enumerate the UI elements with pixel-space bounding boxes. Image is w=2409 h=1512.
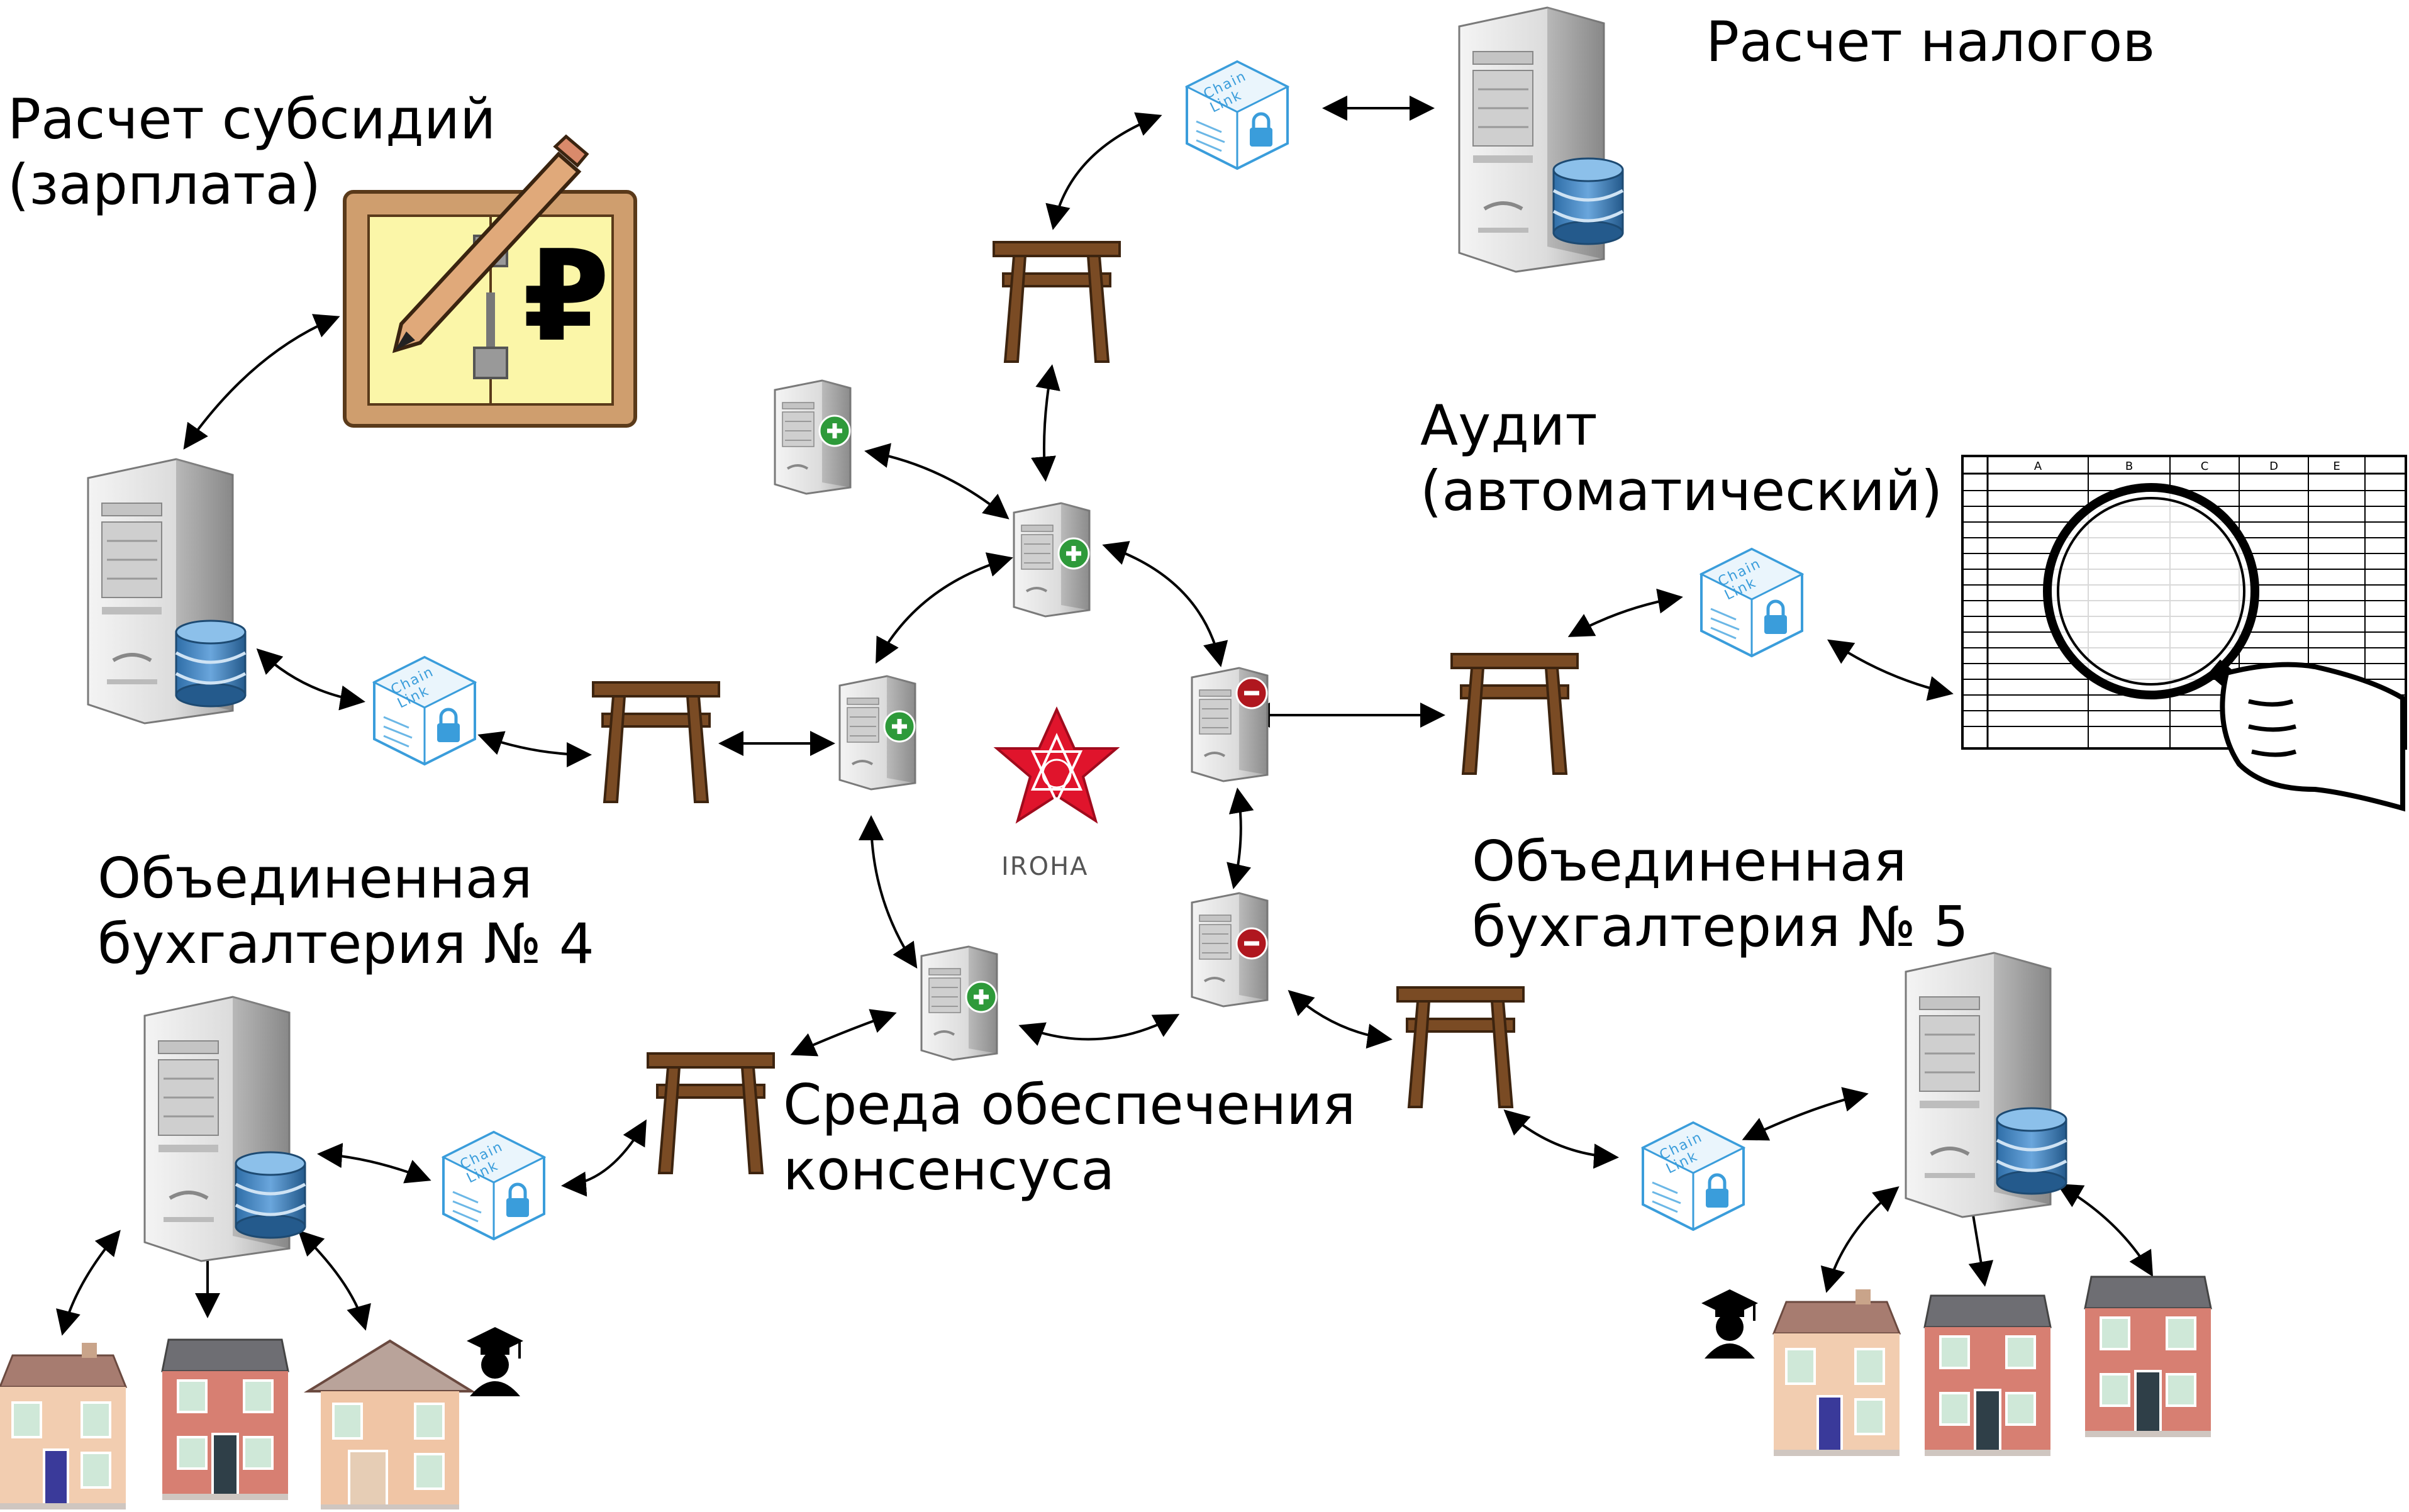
accounting-5-label-line1: Объединенная bbox=[1472, 829, 1907, 894]
accounting-5-label: Объединенная бухгалтерия № 5 bbox=[1472, 829, 1969, 960]
graduate-user-icon-acct5 bbox=[1700, 1288, 1759, 1360]
house-icon-acct4-c bbox=[307, 1340, 473, 1511]
peer-node-plus-left bbox=[838, 675, 916, 791]
house-icon-acct4-b bbox=[161, 1338, 289, 1501]
arrow-server5-to-house-d bbox=[1820, 1186, 1900, 1293]
peer-node-plus-bottom bbox=[920, 945, 998, 1061]
consensus-label-line2: консенсуса bbox=[783, 1137, 1115, 1203]
arrow-peer-minus-to-peer-minus-lower bbox=[1227, 787, 1254, 889]
audit-label: Аудит (автоматический) bbox=[1420, 393, 1942, 524]
arrow-peer-plus-a-to-peer-plus-top bbox=[864, 443, 1010, 520]
arrow-subsidies-to-server bbox=[183, 314, 340, 450]
accounting-5-server-icon bbox=[1906, 953, 2066, 1217]
audit-spreadsheet-icon: A B C D E bbox=[1961, 455, 2407, 812]
accounting-5-label-line2: бухгалтерия № 5 bbox=[1472, 894, 1969, 959]
arrow-top-chainlink-to-gate bbox=[1045, 112, 1162, 230]
house-icon-acct5-c bbox=[2084, 1276, 2212, 1438]
accounting-4-label: Объединенная бухгалтерия № 4 bbox=[97, 846, 594, 977]
peer-node-minus-right bbox=[1191, 667, 1269, 782]
arrow-left-server-to-chainlink bbox=[256, 648, 365, 711]
gate-icon-acct5 bbox=[1396, 986, 1525, 1108]
tax-server-icon bbox=[1459, 8, 1623, 272]
gate-icon-consensus bbox=[647, 1052, 775, 1174]
arrow-peer-minus-lower-to-gate5 bbox=[1288, 989, 1393, 1049]
spreadsheet-col-a: A bbox=[2034, 460, 2042, 473]
arrow-peer-bottom-to-left-gate bbox=[790, 1009, 897, 1057]
audit-label-line2: (автоматический) bbox=[1420, 458, 1943, 523]
arrow-chainlink-to-audit bbox=[1827, 639, 1954, 701]
gate-icon-top bbox=[993, 241, 1121, 363]
arrow-chainlink5-to-server5 bbox=[1742, 1087, 1869, 1141]
ruble-icon: ₽ bbox=[522, 223, 609, 370]
arrow-peer-bottom-to-peer-minus-lower bbox=[1018, 1014, 1180, 1046]
arrow-peer-left-to-peer-bottom bbox=[859, 815, 918, 969]
arrow-server5-to-house-f bbox=[2056, 1183, 2154, 1277]
arrow-server4-to-house-a bbox=[56, 1230, 121, 1336]
spreadsheet-col-c: C bbox=[2201, 460, 2209, 473]
arrow-left-chainlink-to-gate bbox=[477, 731, 592, 767]
peer-node-plus-top bbox=[1013, 502, 1091, 618]
house-icon-acct5-a bbox=[1772, 1288, 1901, 1457]
iroha-logo-icon bbox=[993, 706, 1120, 824]
connection-arrows bbox=[56, 96, 2154, 1336]
subsidies-label-line1: Расчет субсидий bbox=[8, 87, 496, 152]
arrow-gate5-to-chainlink5 bbox=[1503, 1109, 1619, 1169]
arrow-peer-top-to-peer-left bbox=[876, 552, 1013, 664]
house-icon-acct5-b bbox=[1923, 1294, 2052, 1457]
subsidies-tablet-icon bbox=[343, 134, 637, 428]
spreadsheet-col-d: D bbox=[2269, 460, 2278, 473]
subsidies-label: Расчет субсидий (зарплата) bbox=[8, 87, 496, 218]
gate-icon-left bbox=[592, 681, 720, 803]
house-icon-acct4-a bbox=[0, 1342, 127, 1511]
consensus-label-line1: Среда обеспечения bbox=[783, 1072, 1356, 1137]
subsidies-label-line2: (зарплата) bbox=[8, 152, 321, 217]
taxes-label-text: Расчет налогов bbox=[1706, 9, 2156, 74]
arrow-left-gate-to-chainlink-4 bbox=[561, 1119, 647, 1197]
gate-icon-right bbox=[1450, 653, 1579, 775]
accounting-4-label-line1: Объединенная bbox=[97, 846, 533, 911]
arrow-right-gate-to-chainlink bbox=[1567, 588, 1683, 637]
arrow-top-gate-to-peer bbox=[1031, 364, 1060, 482]
peer-node-minus-lower bbox=[1191, 892, 1269, 1008]
spreadsheet-col-e: E bbox=[2333, 460, 2340, 473]
arrow-peer-top-to-peer-minus-right bbox=[1102, 541, 1228, 667]
consensus-label: Среда обеспечения консенсуса bbox=[783, 1072, 1355, 1203]
spreadsheet-col-b: B bbox=[2125, 460, 2133, 473]
accounting-4-server-icon bbox=[145, 997, 305, 1261]
audit-label-line1: Аудит bbox=[1420, 393, 1598, 458]
arrow-chainlink4-to-server4 bbox=[317, 1143, 431, 1184]
graduate-user-icon-acct4 bbox=[465, 1326, 525, 1398]
iroha-logo-text: IROHA bbox=[1001, 852, 1089, 881]
arrow-server4-to-house-c bbox=[298, 1230, 371, 1331]
taxes-label: Расчет налогов bbox=[1706, 9, 2155, 75]
accounting-4-label-line2: бухгалтерия № 4 bbox=[97, 911, 594, 976]
peer-node-plus-a bbox=[774, 379, 852, 495]
subsidies-server-icon bbox=[88, 459, 245, 723]
